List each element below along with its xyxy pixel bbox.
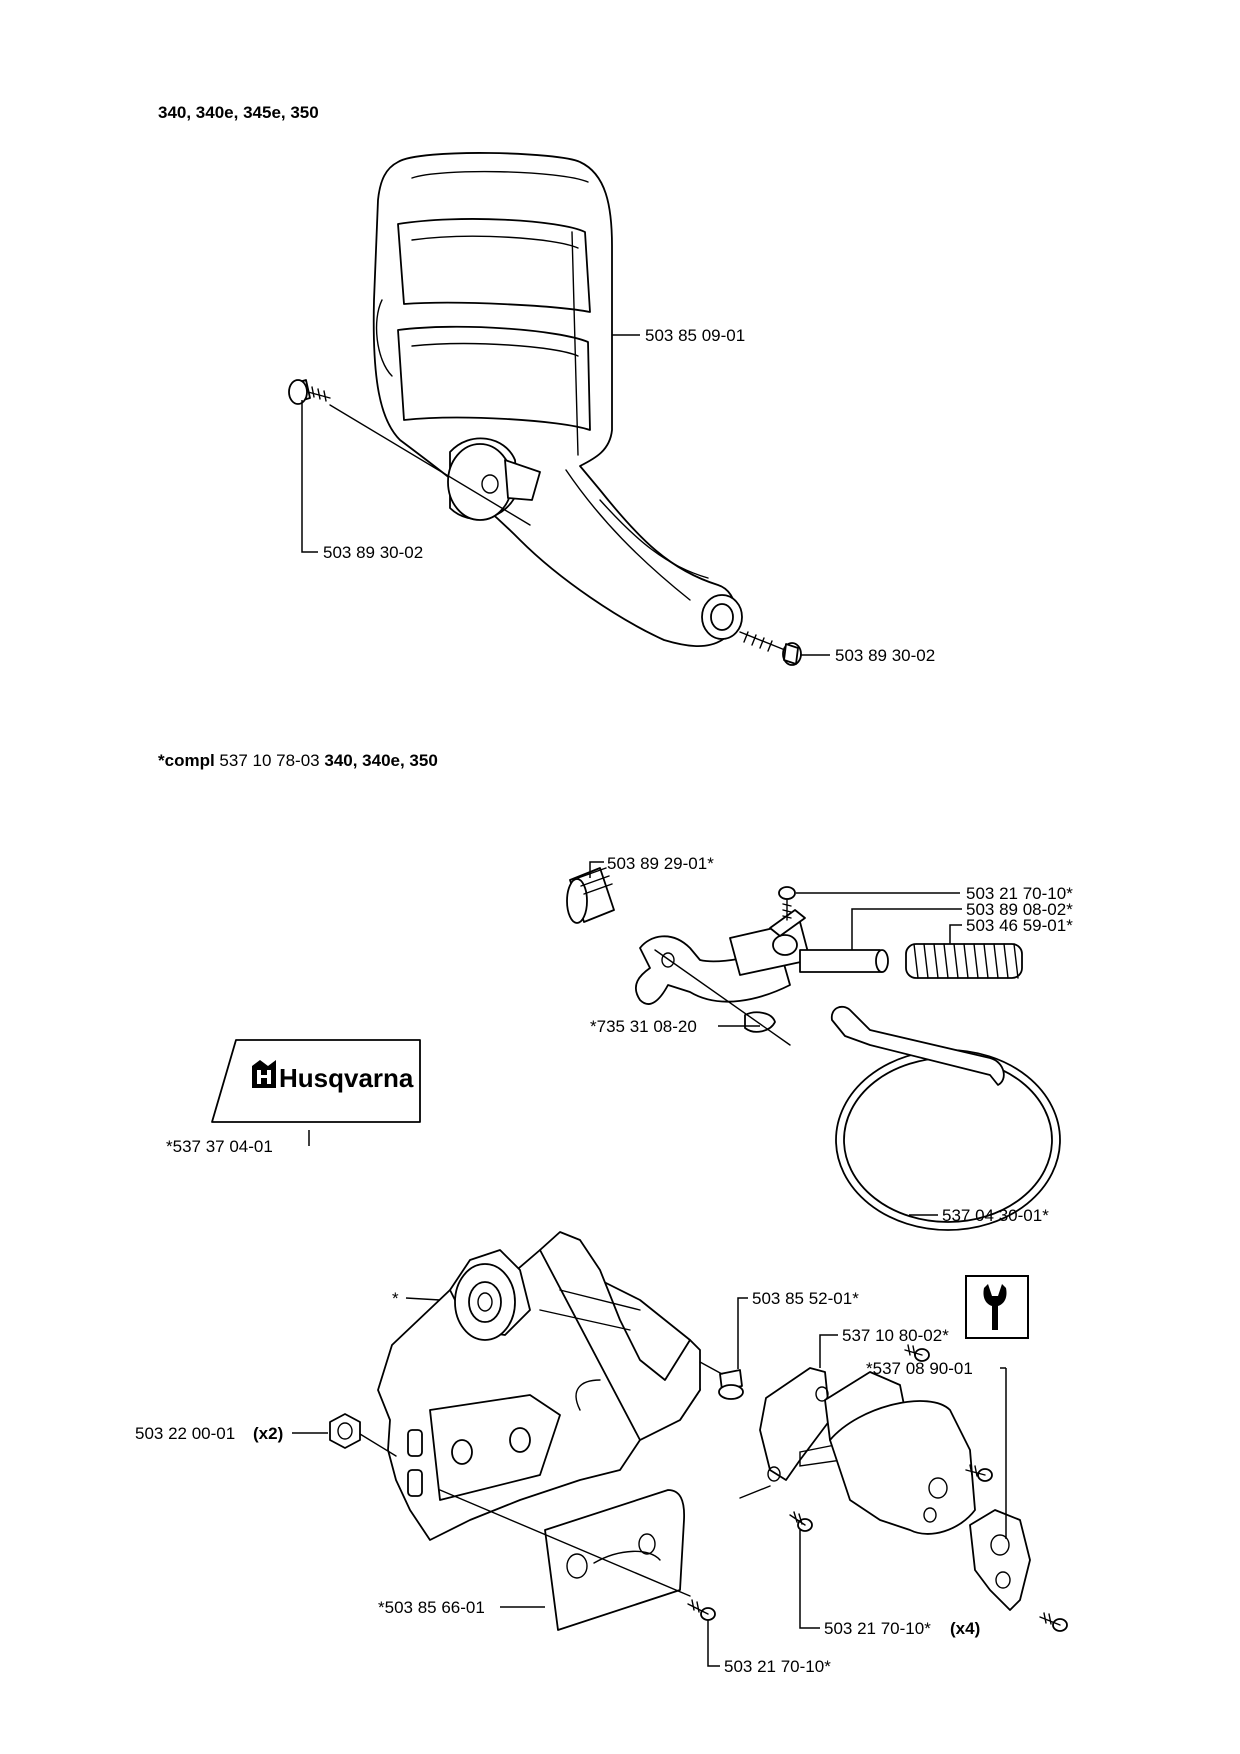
label-rod: 503 89 08-02* — [966, 900, 1073, 919]
compl-prefix: *compl — [158, 751, 215, 770]
label-pin: 503 85 52-01* — [752, 1289, 859, 1308]
label-screws-x4: 503 21 70-10* — [824, 1619, 931, 1638]
husqvarna-decal: Husqvarna — [211, 1039, 421, 1123]
handguard — [288, 152, 802, 666]
compl-number: 537 10 78-03 — [219, 751, 320, 770]
clutch-cover — [329, 1231, 1068, 1632]
label-plate: 537 10 80-02* — [842, 1326, 949, 1345]
label-spring: 503 46 59-01* — [966, 916, 1073, 935]
label-cover-star: * — [392, 1289, 399, 1308]
label-band: 537 04 30-01* — [942, 1206, 1049, 1225]
label-clip: *735 31 08-20 — [590, 1017, 697, 1036]
label-nut-qty: (x2) — [253, 1424, 283, 1443]
model-heading: 340, 340e, 345e, 350 — [158, 103, 319, 122]
label-cover-plate: *503 85 66-01 — [378, 1598, 485, 1617]
label-screw-bottom: 503 89 30-02 — [835, 646, 935, 665]
wrench-tool-icon — [965, 1275, 1029, 1339]
label-knob: 503 89 29-01* — [607, 854, 714, 873]
label-screw-left: 503 89 30-02 — [323, 543, 423, 562]
husqvarna-crown-h-icon — [252, 1060, 276, 1088]
compl-heading: *compl 537 10 78-03 340, 340e, 350 — [158, 751, 438, 771]
label-catcher: *537 08 90-01 — [866, 1359, 973, 1378]
label-nut: 503 22 00-01 — [135, 1424, 235, 1443]
brake-mechanism — [566, 867, 1061, 1231]
compl-models: 340, 340e, 350 — [324, 751, 438, 770]
label-decal: *537 37 04-01 — [166, 1137, 273, 1156]
label-guard: 503 85 09-01 — [645, 326, 745, 345]
decal-brand-text: Husqvarna — [279, 1063, 414, 1093]
label-screw-cover: 503 21 70-10* — [724, 1657, 831, 1676]
label-screw-top: 503 21 70-10* — [966, 884, 1073, 903]
label-screws-x4-qty: (x4) — [950, 1619, 980, 1638]
